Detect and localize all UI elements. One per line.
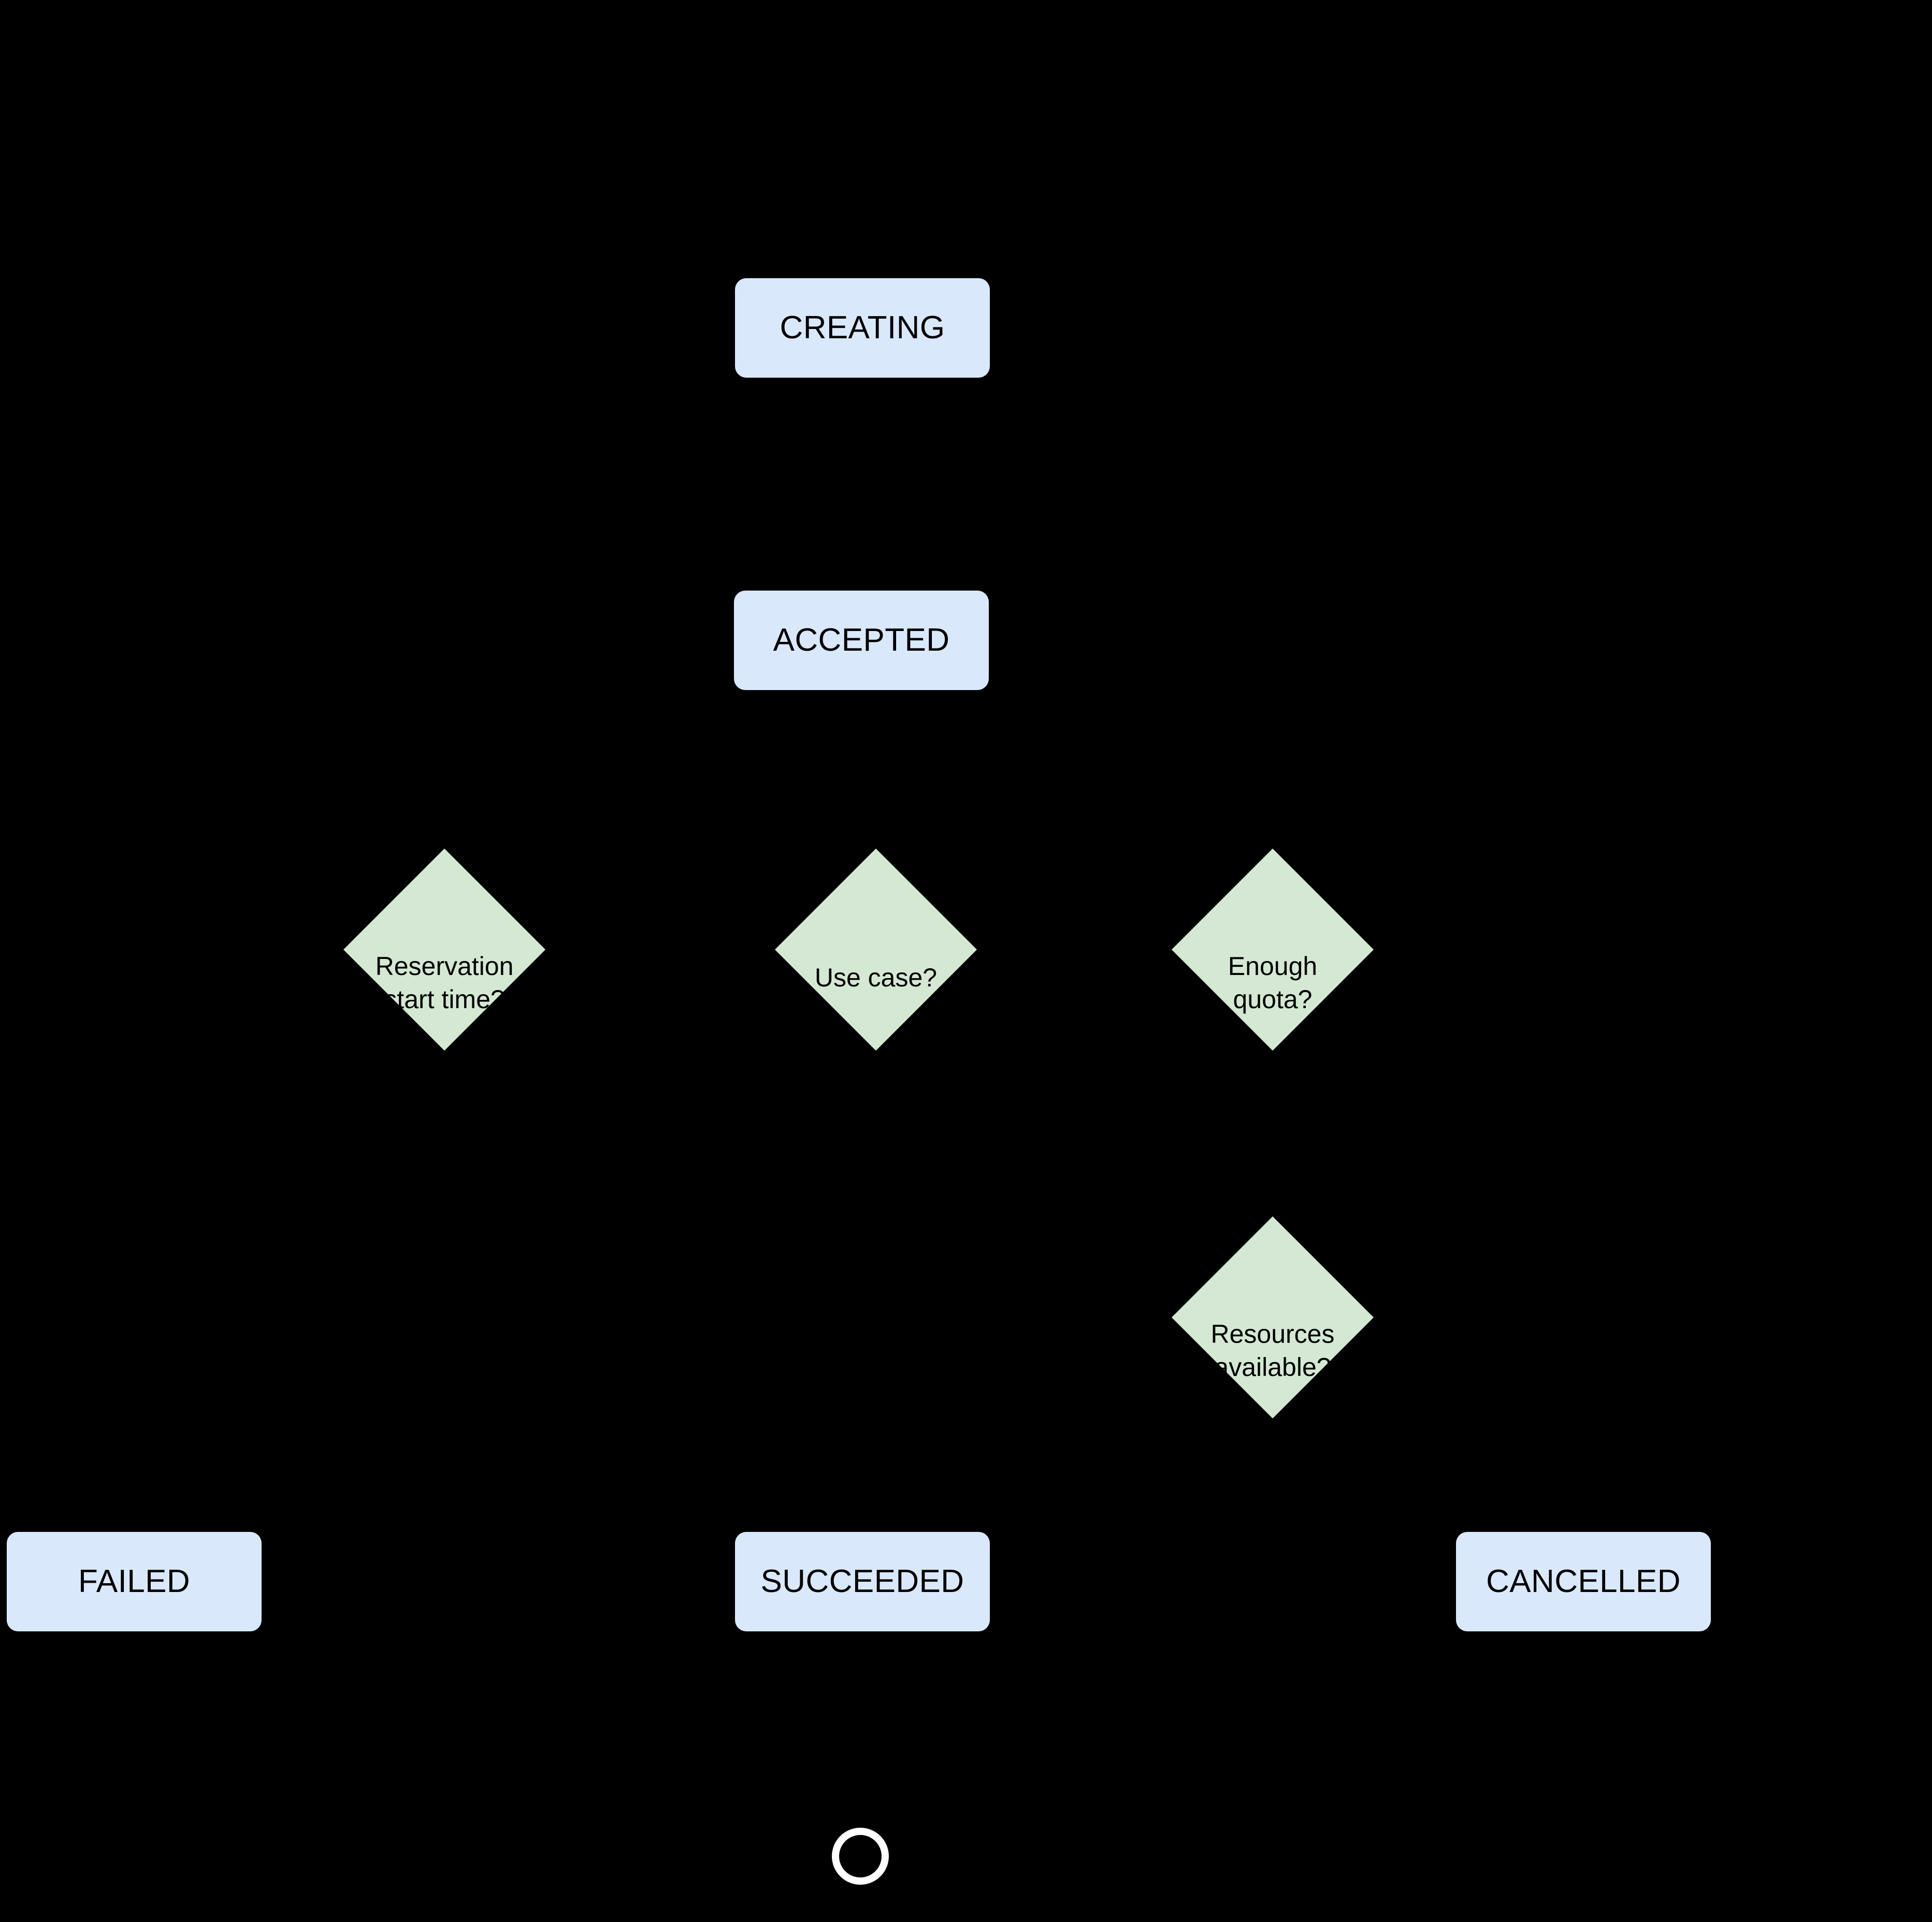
state-node-cancelled[interactable]: CANCELLED <box>1456 1532 1711 1631</box>
decision-node-use-case[interactable]: Use case? <box>775 849 977 1051</box>
diamond-shape <box>1172 849 1374 1051</box>
decision-node-resources-available[interactable]: Resources available? <box>1172 1216 1374 1418</box>
decision-node-enough-quota[interactable]: Enough quota? <box>1172 849 1374 1051</box>
diamond-shape <box>775 849 977 1051</box>
diamond-shape <box>1172 1216 1374 1418</box>
end-node-circle[interactable] <box>832 1828 889 1885</box>
state-node-creating[interactable]: CREATING <box>735 278 990 378</box>
decision-node-reservation-start-time[interactable]: Reservation start time? <box>343 849 545 1051</box>
state-node-failed[interactable]: FAILED <box>7 1532 262 1631</box>
state-node-accepted[interactable]: ACCEPTED <box>734 591 989 690</box>
diamond-shape <box>343 849 545 1051</box>
state-node-succeeded[interactable]: SUCCEEDED <box>735 1532 990 1631</box>
